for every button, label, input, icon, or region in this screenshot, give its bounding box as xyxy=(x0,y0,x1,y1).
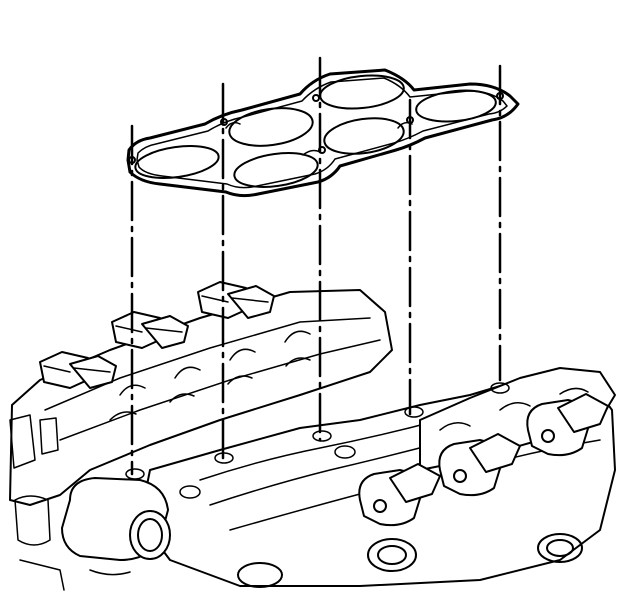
gasket-port-1 xyxy=(134,145,220,179)
gasket-port-4 xyxy=(233,152,319,188)
coolant-outlet-port-inner xyxy=(137,518,163,552)
gasket-bolt-hole xyxy=(312,94,320,102)
engine-upper-assembly xyxy=(9,289,616,591)
gasket-port-6 xyxy=(415,89,497,123)
right-bank-detail xyxy=(439,387,589,431)
gasket-inner-border xyxy=(136,77,508,189)
alignment-guides xyxy=(130,56,502,476)
ignition-coil xyxy=(111,311,189,349)
lower-port-opening xyxy=(377,545,407,565)
ignition-coil xyxy=(197,281,275,319)
left-block-detail xyxy=(9,414,131,591)
ignition-coils-right-bank xyxy=(358,393,609,527)
ignition-coil xyxy=(39,351,117,389)
lower-port-opening xyxy=(237,562,283,588)
gasket-port-5 xyxy=(323,117,405,155)
lower-port-opening xyxy=(367,538,417,572)
ignition-coil xyxy=(438,433,521,497)
ignition-coil xyxy=(358,463,441,527)
intake-manifold-gasket xyxy=(126,68,520,198)
coolant-outlet-port xyxy=(129,510,171,560)
cover-ridge xyxy=(44,317,381,441)
gasket-port-2 xyxy=(228,107,314,147)
lower-port-opening xyxy=(537,533,583,563)
ignition-coil xyxy=(526,393,609,457)
manifold-bolt-bosses xyxy=(125,382,510,499)
lower-port-opening xyxy=(546,539,574,557)
